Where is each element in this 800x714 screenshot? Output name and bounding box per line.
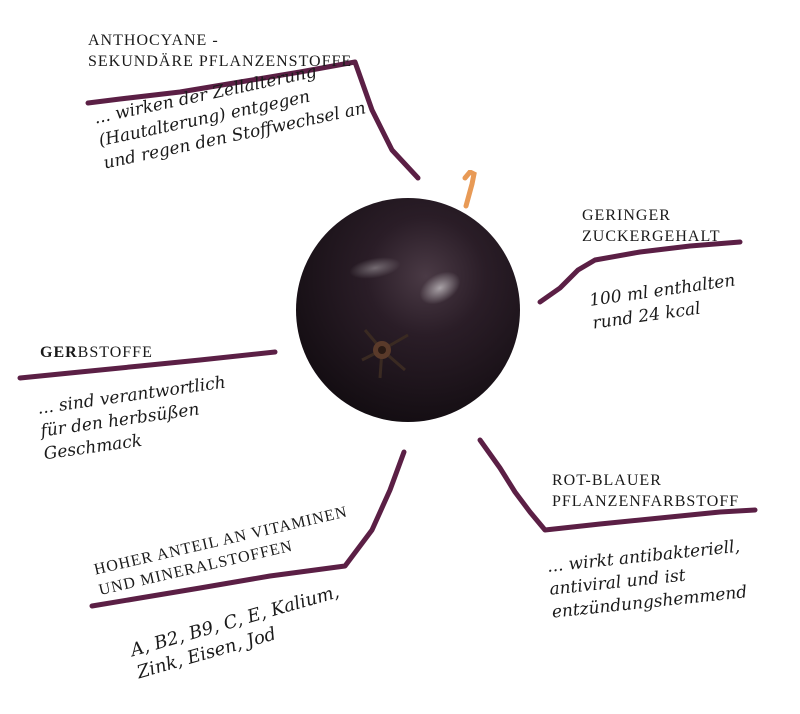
gerbstoffe-heading-bold: GER: [40, 344, 78, 361]
anthocyane-heading-line-1: ANTHOCYANE -: [88, 32, 219, 49]
farbstoff-heading: ROT-BLAUER PFLANZENFARBSTOFF: [552, 470, 739, 512]
anthocyane-heading: ANTHOCYANE - SEKUNDÄRE PFLANZENSTOFFE: [88, 30, 352, 72]
gerbstoffe-heading: GERBSTOFFE: [40, 342, 153, 363]
vitamine-connector: [89, 449, 407, 609]
gerbstoffe-connector: [17, 349, 278, 381]
farbstoff-heading-line-2: PFLANZENFARBSTOFF: [552, 493, 740, 510]
farbstoff-connector: [477, 437, 758, 533]
farbstoff-heading-line-1: ROT-BLAUER: [552, 472, 662, 489]
anthocyane-connector: [85, 59, 421, 181]
elderberry-image: [296, 170, 520, 422]
zucker-heading-line-1: GERINGER: [582, 207, 671, 224]
gerbstoffe-heading-rest: BSTOFFE: [77, 344, 153, 361]
zucker-connector: [537, 239, 743, 305]
zucker-heading-line-2: ZUCKERGEHALT: [582, 228, 721, 245]
anthocyane-heading-line-2: SEKUNDÄRE PFLANZENSTOFFE: [88, 53, 353, 70]
zucker-heading: GERINGER ZUCKERGEHALT: [582, 205, 721, 247]
